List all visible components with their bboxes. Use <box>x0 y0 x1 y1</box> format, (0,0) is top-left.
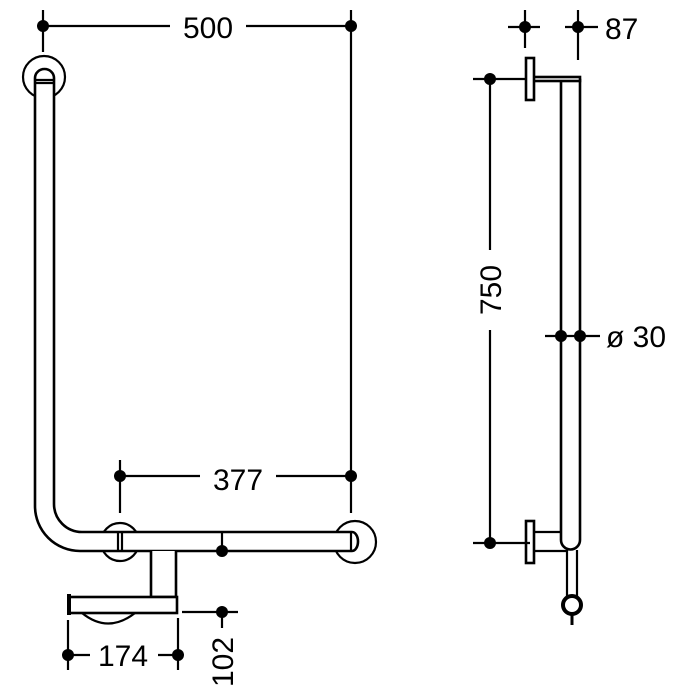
paper-holder <box>67 551 179 625</box>
holder-end <box>561 594 583 616</box>
dimension-label: ø 30 <box>606 321 666 354</box>
dimension-377: 377 <box>114 460 357 513</box>
side-tube <box>559 78 582 551</box>
dimension-87: 87 <box>508 10 638 60</box>
dimension-102: 102 <box>182 606 240 687</box>
dimension-label: 500 <box>183 12 233 45</box>
dimension-750: 750 <box>473 73 530 549</box>
dimension-label: 87 <box>605 13 638 46</box>
dimension-label: 750 <box>475 265 508 315</box>
grab-bar-tube <box>33 67 360 553</box>
dimension-174: 174 <box>62 618 184 673</box>
dimension-label: 102 <box>207 637 240 687</box>
dimension-diameter: ø 30 <box>545 321 666 354</box>
dimension-500: 500 <box>37 10 357 513</box>
side-view: 87 750 ø 30 <box>473 10 666 625</box>
dimension-label: 377 <box>213 464 263 497</box>
dimension-label: 174 <box>98 640 148 673</box>
top-wall-plate <box>524 56 536 102</box>
front-view: 500 377 <box>21 10 378 687</box>
top-arm <box>531 75 582 83</box>
